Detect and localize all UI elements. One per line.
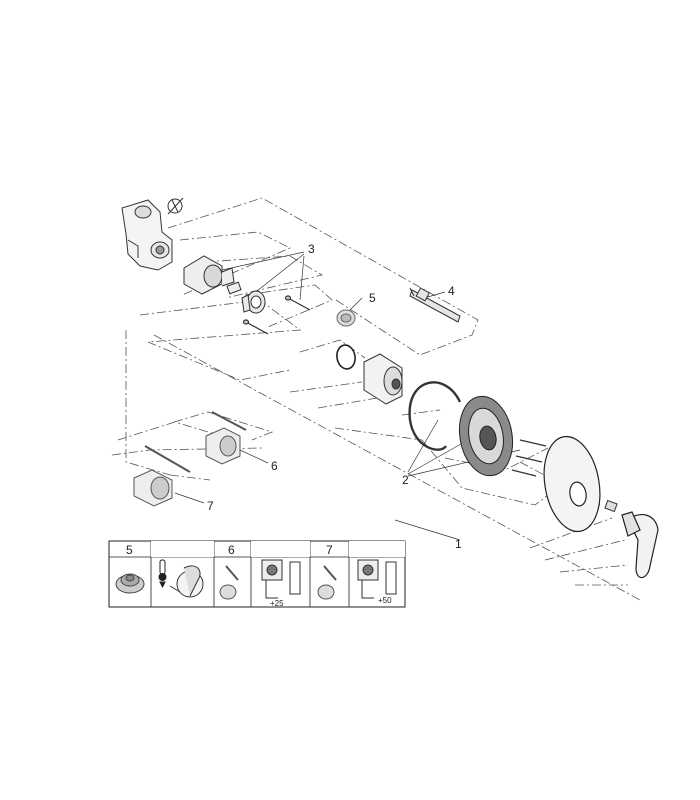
install-depth-detail-b [357, 559, 397, 599]
wall-plate-part-2 [458, 395, 514, 477]
callout-7: 7 [207, 499, 214, 513]
cartridge-part-6-upper [205, 411, 247, 465]
callout-3: 3 [308, 242, 315, 256]
screws-part-2 [511, 439, 547, 477]
retaining-ring-part-2 [408, 381, 462, 451]
depth-dim-a: +25 [270, 599, 284, 608]
crossed-out-icon [167, 197, 184, 215]
callout-5: 5 [369, 291, 376, 305]
lever-detail [169, 565, 204, 598]
callout-2: 2 [402, 473, 409, 487]
screws-part-3 [242, 295, 311, 335]
leader-lines [174, 251, 521, 541]
callout-1: 1 [455, 537, 462, 551]
callout-4: 4 [448, 284, 455, 298]
callout-6: 6 [271, 459, 278, 473]
cartridge-part-7 [133, 445, 191, 507]
install-depth-detail-a [261, 559, 301, 599]
flow-limiter-detail [115, 573, 145, 594]
o-ring [336, 344, 356, 370]
cartridge-part-3 [183, 255, 242, 295]
lever-handle-part-1 [621, 511, 659, 579]
panel-label-7: 7 [326, 543, 333, 557]
flow-limiter-part-5 [336, 309, 356, 327]
callout-labels: 1 2 3 4 5 6 7 [207, 242, 462, 551]
spindle-part-4 [409, 287, 461, 323]
installation-legend-panel: 5 6 7 +25 [108, 540, 406, 608]
cartridge-6-detail [219, 565, 239, 600]
valve-body [121, 199, 173, 271]
assembly-guide-lines [111, 197, 641, 601]
adapter-part-1 [604, 499, 618, 513]
nut-part-3 [241, 290, 266, 314]
cartridge-7-detail [317, 565, 337, 600]
sleeve [363, 353, 403, 405]
panel-label-6: 6 [228, 543, 235, 557]
escutcheon-part-1 [543, 435, 601, 533]
panel-label-5: 5 [126, 543, 133, 557]
depth-dim-b: +50 [378, 596, 392, 605]
thermometer-icon [158, 559, 167, 589]
